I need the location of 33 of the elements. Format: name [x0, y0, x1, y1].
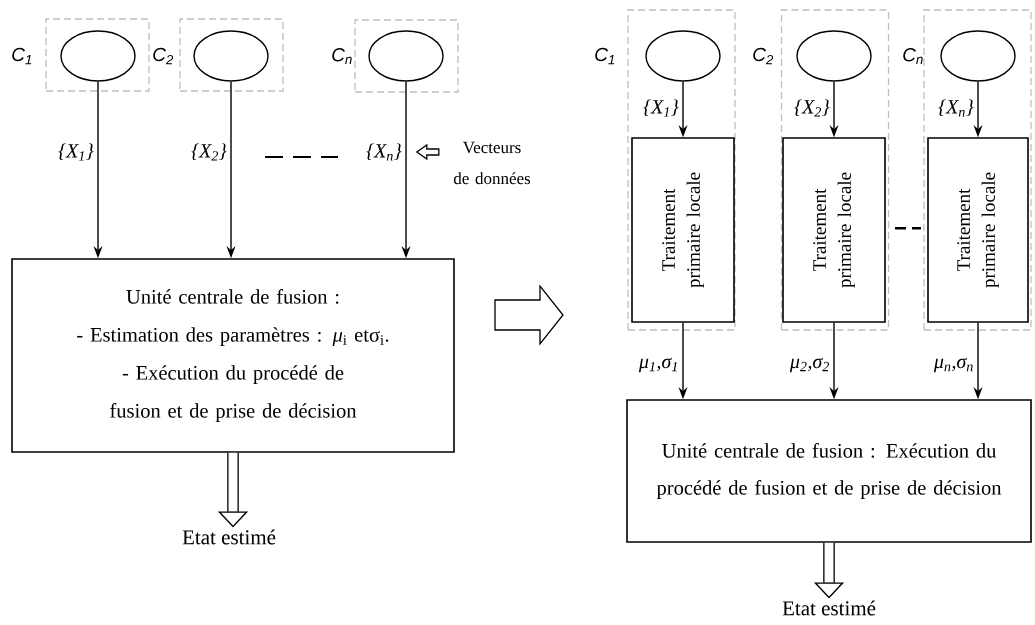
output-text: Etat estimé [782, 600, 876, 616]
sensor-group: C$_{2}$ [153, 18, 284, 92]
node-label: C$_{2}$ [753, 47, 774, 65]
sensor-ellipse [940, 30, 1016, 82]
hollow-arrow [415, 143, 440, 161]
edge-label: μ$_{n}$,σ$_{n}$ [933, 357, 973, 373]
edge-label: {X$_{n}$} [938, 99, 974, 117]
process-box: Traitement primaire locale [927, 137, 1029, 323]
fusion-unit-box: Unité centrale de fusion : Exécution du procédé de fusion et de prise de décision [626, 399, 1032, 543]
edge-label: {X$_{2}$} [191, 143, 227, 161]
node-label: C$_{2}$ [153, 47, 174, 65]
fusion-unit-box: Unité centrale de fusion : - Estimation des paramètres : μ$_{i}$ etσ$_{i}$. - Exécution du procédé de fusion et de prise de décision [11, 258, 455, 453]
edge-label: {X$_{1}$} [643, 99, 679, 117]
sensor-group: C$_{n}$ [332, 19, 459, 93]
process-box: Traitement primaire locale [631, 137, 735, 323]
node-label: C$_{n}$ [332, 48, 352, 64]
node-label: C$_{1}$ [12, 47, 32, 65]
sensor-ellipse [60, 30, 136, 82]
note-text: Vecteurs de données [453, 141, 531, 185]
node-label: C$_{n}$ [903, 48, 923, 64]
sensor-ellipse [193, 30, 269, 82]
edge-label: {X$_{n}$} [366, 143, 402, 161]
sensor-group: C$_{1}$ [12, 18, 150, 92]
sensor-ellipse [796, 30, 872, 82]
edge-label: {X$_{2}$} [794, 99, 830, 117]
edge-label: {X$_{1}$} [58, 143, 94, 161]
sensor-ellipse [645, 30, 721, 82]
process-box: Traitement primaire locale [782, 137, 886, 323]
edge-label: μ$_{2}$,σ$_{2}$ [789, 357, 829, 373]
node-label: C$_{1}$ [595, 47, 615, 65]
output-text: Etat estimé [182, 529, 276, 545]
edge-label: μ$_{1}$,σ$_{1}$ [638, 357, 677, 373]
sensor-ellipse [368, 30, 444, 82]
